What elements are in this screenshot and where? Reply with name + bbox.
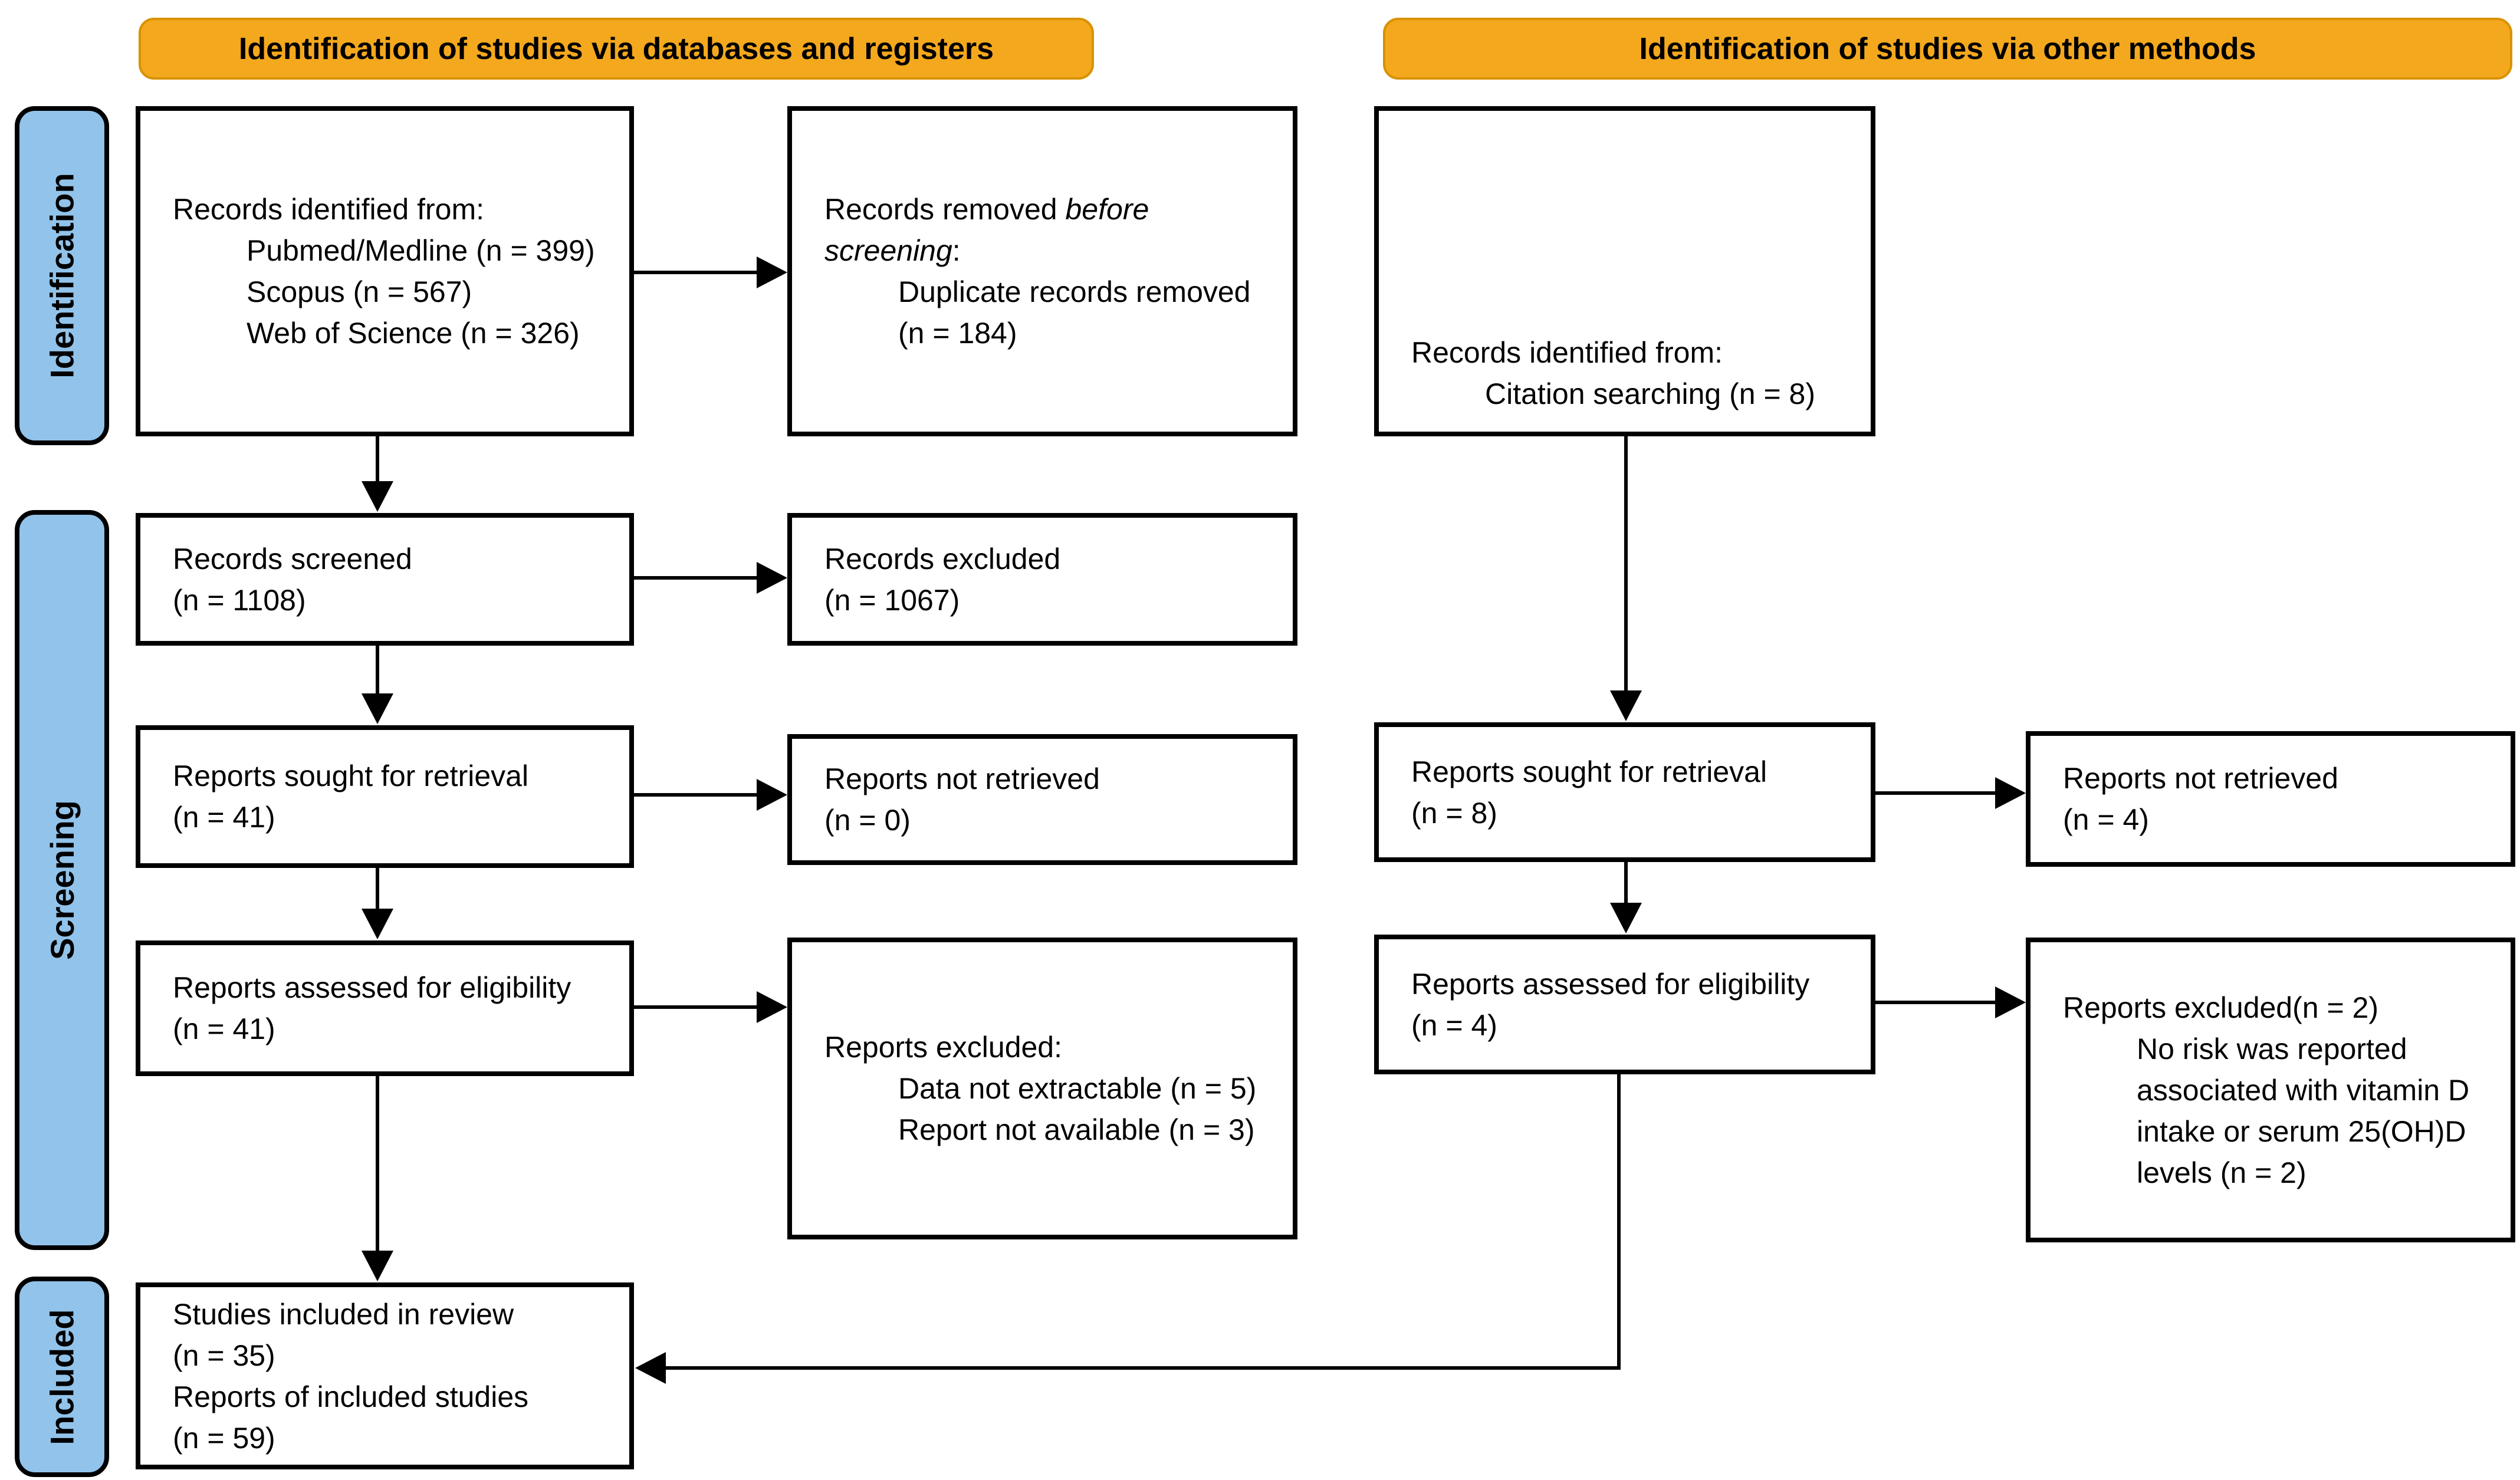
box-line: Reports sought for retrieval [173,759,529,792]
box-line: Pubmed/Medline (n = 399) [247,234,595,267]
box-line: Reports not retrieved [824,762,1100,795]
stage-identification-label: Identification [43,173,81,379]
box-line: (n = 41) [173,1012,275,1045]
box-text: : [952,234,961,267]
box-line: intake or serum 25(OH)D [2137,1114,2466,1148]
box-line: Studies included in review [173,1297,514,1331]
box-text: Records removed [824,193,1066,226]
arrowhead [362,1251,393,1281]
arrowhead [362,481,393,512]
box-line: (n = 184) [898,317,1017,350]
box-line: Web of Science (n = 326) [247,317,580,350]
stage-screening: Screening [15,510,109,1250]
box-line: (n = 35) [173,1338,275,1372]
box-line: (n = 4) [2063,803,2149,836]
box-studies-included: Studies included in review (n = 35) Repo… [136,1282,634,1469]
stage-included: Included [15,1277,109,1477]
banner-databases-registers: Identification of studies via databases … [139,18,1094,80]
box-reports-assessed-db: Reports assessed for eligibility (n = 41… [136,940,634,1076]
box-line: associated with vitamin D [2137,1073,2470,1107]
box-line: Reports assessed for eligibility [1411,967,1810,1001]
arrowhead [757,991,787,1023]
box-line: (n = 0) [824,804,911,837]
box-line: (n = 1067) [824,583,960,617]
box-line: Data not extractable (n = 5) [898,1072,1257,1105]
box-line: Reports assessed for eligibility [173,971,571,1004]
box-text-italic: before [1065,193,1149,226]
box-line: Reports sought for retrieval [1411,755,1767,788]
stage-screening-label: Screening [43,800,81,960]
box-line: levels (n = 2) [2137,1156,2307,1189]
box-line: No risk was reported [2137,1032,2407,1065]
box-line: Reports of included studies [173,1380,529,1413]
box-line: (n = 1108) [173,583,306,617]
box-line: Records identified from: [1411,336,1723,369]
arrowhead [362,693,393,724]
arrowhead [757,779,787,811]
stage-included-label: Included [43,1308,81,1445]
box-text-italic: screening [824,234,952,267]
box-line: Citation searching (n = 8) [1485,377,1816,410]
arrowhead [362,909,393,939]
box-reports-assessed-other: Reports assessed for eligibility (n = 4) [1374,935,1875,1074]
box-line: Scopus (n = 567) [247,275,472,308]
box-line: (n = 4) [1411,1008,1497,1042]
box-records-excluded: Records excluded (n = 1067) [787,513,1297,646]
box-line: Records identified from: [173,193,485,226]
box-line: Records excluded [824,542,1061,575]
box-line: Records screened [173,542,412,575]
box-line: Reports not retrieved [2063,762,2338,795]
arrowhead [757,256,787,288]
box-records-identified: Records identified from: Pubmed/Medline … [136,106,634,436]
box-reports-sought-db: Reports sought for retrieval (n = 41) [136,725,634,868]
box-line: Report not available (n = 3) [898,1113,1255,1146]
arrowhead [1995,777,2026,809]
box-line: Reports excluded: [824,1031,1063,1064]
box-reports-sought-other: Reports sought for retrieval (n = 8) [1374,722,1875,862]
box-reports-excluded-db: Reports excluded: Data not extractable (… [787,938,1297,1239]
box-line: screening: [824,230,1278,271]
arrowhead [635,1352,666,1384]
box-reports-not-retrieved-other: Reports not retrieved (n = 4) [2026,731,2515,867]
box-line: Records removed before [824,189,1278,230]
box-line: Duplicate records removed [898,275,1251,308]
arrowhead [1995,986,2026,1018]
box-records-screened: Records screened (n = 1108) [136,513,634,646]
box-reports-excluded-other: Reports excluded(n = 2) No risk was repo… [2026,938,2515,1242]
box-citation-identified: Records identified from: Citation search… [1374,106,1875,436]
box-line: (n = 59) [173,1421,275,1455]
arrowhead [1610,690,1642,721]
arrowhead [1610,903,1642,933]
arrowhead [757,562,787,594]
box-line: (n = 41) [173,801,275,834]
stage-identification: Identification [15,106,109,445]
banner-other-methods: Identification of studies via other meth… [1383,18,2512,80]
box-line: Reports excluded(n = 2) [2063,991,2379,1024]
box-line: (n = 8) [1411,796,1497,830]
box-reports-not-retrieved-db: Reports not retrieved (n = 0) [787,734,1297,865]
box-records-removed: Records removed before screening: Duplic… [787,106,1297,436]
